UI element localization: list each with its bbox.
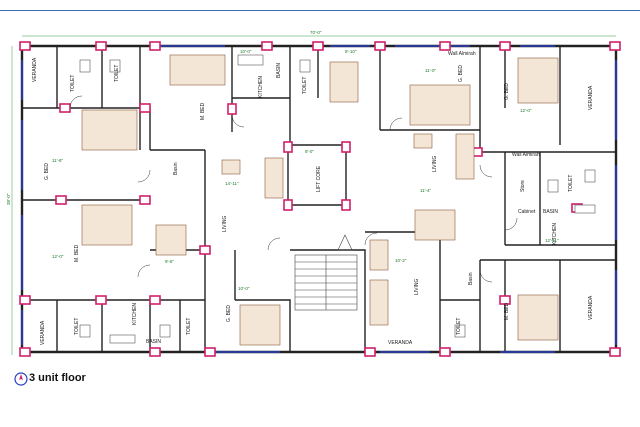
label-toilet-bl: TOILET — [74, 318, 80, 335]
label-basin-bl: BASIN — [146, 339, 161, 345]
dim-10: 12'-0" — [52, 254, 64, 259]
dim-8: 10'-2" — [395, 258, 407, 263]
fixtures — [79, 54, 596, 344]
label-toilet-bottom-r: TOILET — [456, 318, 462, 335]
label-toilet-tl2: TOILET — [114, 65, 120, 82]
label-toilet-top-mid: TOILET — [302, 77, 308, 94]
label-m-bed-left: M. BED — [74, 244, 80, 262]
dim-7: 11'-8" — [52, 158, 64, 163]
dim-12: 8'-0" — [305, 149, 314, 154]
label-veranda-bottom: VERANDA — [388, 340, 413, 346]
label-m-bed-top: M. BED — [200, 102, 206, 120]
label-kitchen-right: KITCHEN — [552, 223, 558, 245]
label-kitchen-top: KITCHEN — [258, 76, 264, 98]
windows — [21, 45, 617, 353]
label-cabinet: Cabinet — [518, 209, 536, 215]
dim-4: 12'-0" — [520, 108, 532, 113]
label-basin-bottom-right: Basin — [468, 272, 474, 285]
dim-6: 11'-4" — [420, 188, 432, 193]
label-toilet-right: TOILET — [568, 175, 574, 192]
label-toilet-tl: TOILET — [70, 75, 76, 92]
dim-11: 10'-0" — [238, 286, 250, 291]
label-g-bed-far-right: G. BED — [504, 83, 510, 100]
left-overall-dimension: 38'-0" — [6, 193, 11, 205]
label-kitchen-bl: KITCHEN — [132, 303, 138, 325]
label-basin-top: BASIN — [276, 63, 282, 78]
dimension-labels: 8'-10" 10'-0" 11'-0" 12'-0" 14'-11" 11'-… — [52, 49, 559, 291]
label-veranda-bl: VERANDA — [40, 320, 46, 345]
label-lift-core: LIFT CORE — [316, 165, 322, 192]
room-labels: VERANDA TOILET TOILET M. BED KITCHEN BAS… — [32, 51, 594, 346]
label-g-bed-bottom: G. BED — [226, 305, 232, 322]
columns — [19, 41, 621, 357]
label-g-bed-top-right: G. BED — [458, 65, 464, 82]
label-store: Store — [520, 180, 526, 192]
label-wall-almirah-r: Wall Almirah — [512, 152, 540, 158]
label-veranda-tr: VERANDA — [588, 85, 594, 110]
dim-2: 10'-0" — [240, 49, 252, 54]
label-living-mid: LIVING — [222, 215, 228, 232]
dining-tables — [155, 61, 456, 256]
label-veranda-br: VERANDA — [588, 295, 594, 320]
plan-caption: 3 unit floor — [29, 372, 86, 384]
label-living-bottom: LIVING — [414, 278, 420, 295]
label-living-right: LIVING — [432, 155, 438, 172]
label-basin-left: Basin — [173, 162, 179, 175]
sofas — [221, 133, 475, 326]
dim-5: 14'-11" — [225, 181, 239, 186]
label-basin-right: BASIN — [543, 209, 558, 215]
label-g-bed-left: G. BED — [44, 163, 50, 180]
compass-icon — [14, 372, 28, 386]
label-wall-almirah: Wall Almirah — [448, 51, 476, 57]
label-toilet-bl2: TOILET — [186, 318, 192, 335]
door-swings — [69, 95, 518, 283]
top-overall-dimension: 70'-0" — [310, 30, 322, 35]
dim-1: 8'-10" — [345, 49, 357, 54]
dim-13: 9'-6" — [165, 259, 174, 264]
top-rule — [0, 10, 640, 11]
label-m-bed-bottom-right: M. BED — [504, 302, 510, 320]
dim-9: 12'-11" — [545, 238, 559, 243]
dim-3: 11'-0" — [425, 68, 437, 73]
staircase — [294, 234, 358, 311]
beds — [81, 54, 559, 346]
label-veranda-tl: VERANDA — [32, 57, 38, 82]
